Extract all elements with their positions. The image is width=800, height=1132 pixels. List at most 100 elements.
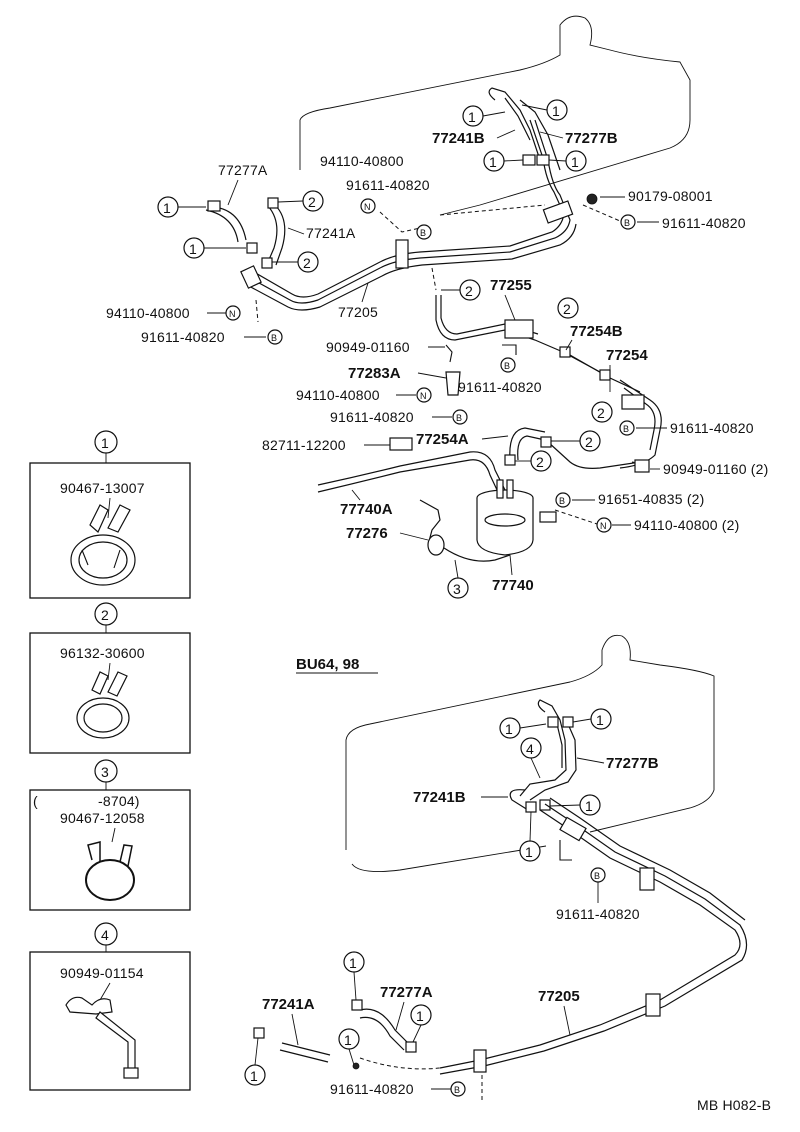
- svg-text:1: 1: [468, 109, 476, 125]
- svg-text:3: 3: [453, 581, 461, 597]
- leader: [395, 1001, 405, 1031]
- leader: [481, 435, 509, 440]
- legend-part-3: 90467-12058: [60, 810, 145, 826]
- marker-2-icon: 2: [459, 279, 481, 301]
- nut-icon: N: [416, 387, 432, 403]
- leader: [548, 159, 567, 162]
- svg-text:1: 1: [596, 712, 604, 728]
- marker-2-icon: 2: [591, 401, 613, 423]
- wire-clamp-icon: [85, 827, 135, 901]
- bolt-icon: B: [555, 492, 571, 508]
- valve-77276: [419, 499, 511, 562]
- marker-1-icon: 1: [183, 237, 205, 259]
- screw-icon: [586, 193, 598, 205]
- clamp-icon: [559, 346, 571, 358]
- svg-text:1: 1: [189, 241, 197, 257]
- canister-valve: [504, 319, 534, 339]
- hose-clamp-top: [522, 154, 536, 166]
- hose-clamp-large-icon: [70, 497, 136, 586]
- legend-marker-2-icon: 2: [94, 602, 118, 626]
- leader: [563, 1005, 571, 1036]
- svg-text:B: B: [420, 228, 426, 238]
- pipe-clamp: [639, 867, 655, 891]
- leader: [503, 159, 524, 162]
- svg-text:1: 1: [101, 435, 109, 451]
- svg-text:N: N: [600, 521, 607, 531]
- clamp-icon: [261, 257, 273, 269]
- legend-marker-3-icon: 3: [94, 759, 118, 783]
- pipe-bracket: [559, 816, 587, 842]
- charcoal-canister-77740: [476, 479, 557, 556]
- legend-note-open: (: [33, 793, 38, 809]
- svg-text:3: 3: [101, 764, 109, 780]
- leader: [227, 179, 239, 206]
- screw-icon: [352, 1062, 360, 1070]
- label-91651: 91651-40835 (2): [598, 491, 705, 507]
- dash-leader: [431, 267, 437, 291]
- leader: [539, 131, 564, 139]
- label-91611-c: 91611-40820: [662, 215, 746, 231]
- clamp-icon: [267, 197, 279, 209]
- leader: [519, 723, 547, 729]
- fuel-tank-outline-lower: [345, 634, 715, 872]
- marker-1-icon: 1: [565, 150, 587, 172]
- bolt-icon: B: [619, 420, 635, 436]
- legend-part-2: 96132-30600: [60, 645, 145, 661]
- fuel-tank-outline-upper: [299, 15, 691, 216]
- legend-marker-1-icon: 1: [94, 430, 118, 454]
- label-77241A: 77241A: [306, 225, 356, 241]
- clip-90949-b: [634, 459, 650, 473]
- bolt-icon: B: [416, 224, 432, 240]
- leader: [576, 757, 605, 764]
- dash-leader: [554, 509, 601, 526]
- legend-part-4: 90949-01154: [60, 965, 144, 981]
- label-77254B: 77254B: [570, 323, 623, 340]
- label-lower-77277A: 77277A: [380, 984, 433, 1001]
- svg-text:1: 1: [349, 955, 357, 971]
- bolt-icon: B: [452, 409, 468, 425]
- hose-77254A-b: [517, 435, 546, 461]
- marker-2-icon: 2: [530, 450, 552, 472]
- clamp-icon: [562, 716, 574, 728]
- label-91611-d: 91611-40820: [458, 379, 542, 395]
- pipe-clip-bracket-icon: [65, 982, 139, 1079]
- svg-text:B: B: [623, 424, 629, 434]
- marker-1-icon: 1: [244, 1064, 266, 1086]
- marker-2-icon: 2: [297, 251, 319, 273]
- bolt-icon: B: [450, 1081, 466, 1097]
- label-77254A: 77254A: [416, 431, 469, 448]
- bolt-icon: B: [590, 867, 606, 883]
- clamp-icon: [253, 1027, 265, 1039]
- marker-4-icon: 4: [520, 737, 542, 759]
- svg-text:B: B: [454, 1085, 460, 1095]
- label-77254: 77254: [606, 347, 648, 364]
- bolt-icon: B: [620, 214, 636, 230]
- clamp-icon: [539, 799, 551, 811]
- dash-leader: [255, 299, 259, 323]
- label-94110-a: 94110-40800: [320, 153, 404, 169]
- nut-icon: N: [596, 517, 612, 533]
- marker-1-icon: 1: [483, 150, 505, 172]
- hose-77277A-lower: [359, 1008, 411, 1046]
- leader: [549, 804, 581, 807]
- clamp-icon: [207, 200, 221, 212]
- leader: [399, 532, 429, 541]
- dash-leader: [359, 1057, 441, 1070]
- label-lower-91611-a: 91611-40820: [556, 906, 640, 922]
- clamp-icon: [405, 1041, 417, 1053]
- hose-77241A-upper-b: [267, 205, 278, 263]
- label-82711: 82711-12200: [262, 437, 346, 453]
- legend-note-range: -8704): [98, 793, 140, 809]
- hose-77740A: [317, 451, 506, 491]
- pipe-77254-b: [623, 387, 656, 451]
- svg-text:1: 1: [163, 200, 171, 216]
- bracket-leg: [559, 840, 572, 861]
- clamp-icon: [351, 999, 363, 1011]
- pipe-end-fitting: [240, 265, 262, 289]
- pipe-bracket-right: [542, 200, 574, 224]
- pipe-clamp: [473, 1049, 487, 1073]
- label-77241B: 77241B: [432, 130, 485, 147]
- svg-text:B: B: [624, 218, 630, 228]
- svg-text:2: 2: [303, 255, 311, 271]
